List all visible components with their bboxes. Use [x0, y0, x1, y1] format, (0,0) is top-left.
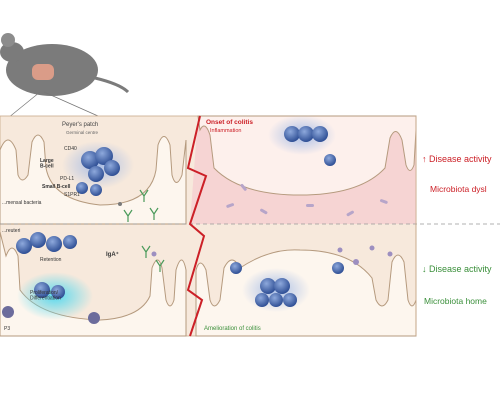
cd40-label: CD40: [64, 146, 77, 152]
disease-activity-down: ↓ Disease activity: [422, 264, 492, 274]
b-cell-cluster-bottom-right: [230, 262, 344, 307]
p3-label: P3: [4, 326, 10, 332]
germinal-centre-glow: [62, 141, 134, 189]
proliferation-label: Proliferation/Differentiation: [30, 290, 61, 302]
zigzag-separator: [186, 115, 208, 337]
bottom-left-villi: [0, 231, 187, 337]
top-left-villi: [0, 134, 187, 225]
small-b-cell-label: Small B-cell: [42, 184, 71, 190]
b-cell-cluster-top-left: [76, 147, 120, 196]
peyers-patch-label: Peyer's patch: [62, 122, 98, 128]
germinal-centre-label: Germinal centre: [66, 130, 99, 135]
reuteri-label: ...reuteri: [2, 228, 20, 234]
pd-l1-label: PD-L1: [60, 176, 74, 182]
mouse-illustration: [0, 33, 130, 119]
b-cell-cluster-top-right: [284, 126, 336, 166]
retention-label: Retention: [40, 257, 62, 263]
onset-title: Onset of colitis: [206, 119, 253, 126]
s1pr1-label: S1PR1: [64, 192, 80, 198]
microbiota-dysbiosis: Microbiota dysl: [430, 184, 487, 194]
disease-activity-up: ↑ Disease activity: [422, 154, 492, 164]
microbiota-homeostasis: Microbiota home: [424, 296, 487, 306]
commensal-bacteria-label: ...mensal bacteria: [2, 200, 42, 206]
bacteria: [118, 183, 393, 265]
antibodies: [123, 189, 165, 272]
inflammation-label: Inflammation: [210, 128, 242, 134]
top-right-villi: [197, 115, 417, 196]
amelioration-label: Amelioration of colitis: [204, 326, 261, 332]
iga-label: IgA⁺: [106, 251, 119, 258]
b-cell-cluster-bottom-left: [2, 232, 100, 324]
